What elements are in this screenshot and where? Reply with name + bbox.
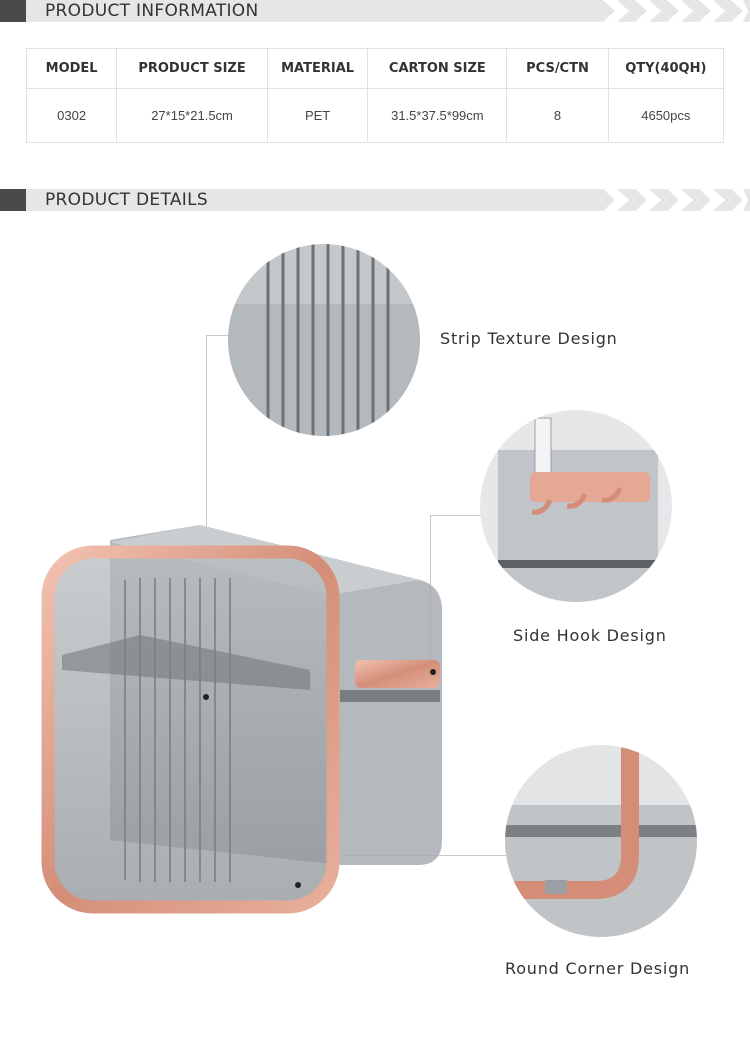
header-accent-block [0,0,26,22]
leader-line-strip-h [206,335,230,336]
column-header-qty: QTY(40QH) [607,48,725,89]
feature-label-strip-texture: Strip Texture Design [440,329,618,348]
cell-material: PET [266,88,369,143]
table-row: 0302 27*15*21.5cm PET 31.5*37.5*99cm 8 4… [25,88,725,143]
column-header-pcs-ctn: PCS/CTN [506,48,609,89]
column-header-carton-size: CARTON SIZE [367,48,508,89]
cell-pcs-ctn: 8 [506,88,609,143]
round-corner-detail-image [505,745,697,937]
feature-label-side-hook: Side Hook Design [513,626,667,645]
product-details-title: PRODUCT DETAILS [45,190,208,210]
product-information-table: MODEL PRODUCT SIZE MATERIAL CARTON SIZE … [25,48,725,143]
column-header-product-size: PRODUCT SIZE [116,48,268,89]
cell-product-size: 27*15*21.5cm [116,88,268,143]
feature-label-round-corner: Round Corner Design [505,959,691,978]
header-accent-block [0,189,26,211]
leader-line-hook-h [430,515,482,516]
header-band [26,0,600,22]
table-header-row: MODEL PRODUCT SIZE MATERIAL CARTON SIZE … [25,48,725,89]
product-details-header: PRODUCT DETAILS [0,189,750,211]
side-hook-detail-image [480,410,672,602]
leader-line-strip [206,335,207,695]
cell-model: 0302 [25,88,118,143]
chevron-decoration-icon [585,189,750,211]
product-image [41,525,442,914]
cell-qty: 4650pcs [607,88,725,143]
column-header-material: MATERIAL [266,48,369,89]
chevron-decoration-icon [585,0,750,22]
product-information-header: PRODUCT INFORMATION [0,0,750,22]
cell-carton-size: 31.5*37.5*99cm [367,88,508,143]
strip-texture-detail-image [228,244,420,436]
header-band [26,189,600,211]
column-header-model: MODEL [25,48,118,89]
product-information-title: PRODUCT INFORMATION [45,1,259,21]
